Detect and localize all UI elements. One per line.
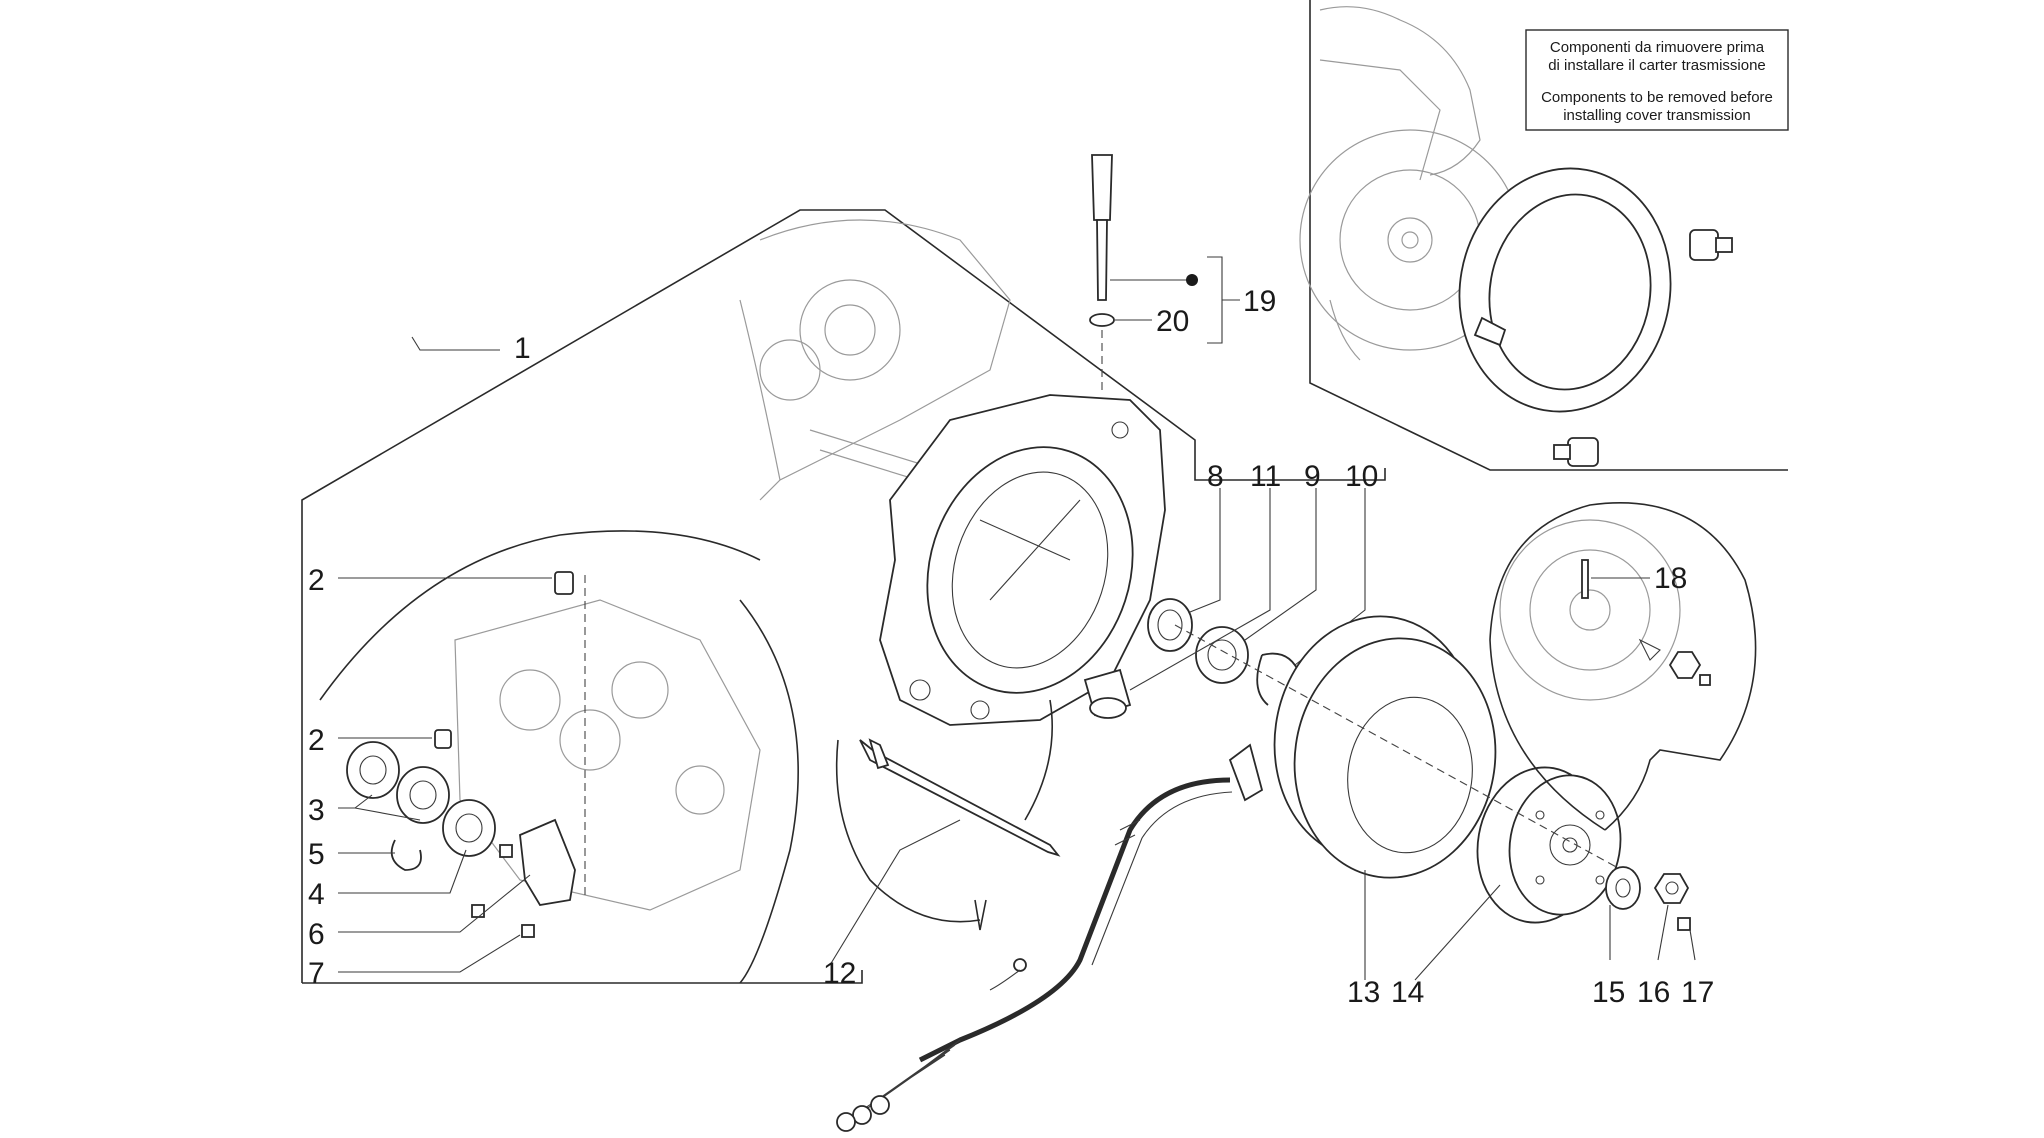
circlip-5	[390, 839, 422, 871]
screw-7c	[521, 924, 535, 938]
callout-8: 8	[1207, 460, 1224, 493]
dowel-2-bottom	[434, 729, 452, 749]
note-box	[1525, 29, 1789, 131]
dowel-2-top	[554, 571, 574, 595]
callout-9: 9	[1304, 460, 1321, 493]
callout-2b: 2	[308, 724, 325, 757]
cable-grommet	[1228, 743, 1264, 802]
oil-seal-8	[1147, 598, 1193, 652]
stator-13	[1228, 615, 1497, 879]
callout-19: 19	[1243, 285, 1276, 318]
inset-knob-top	[1689, 229, 1733, 261]
dipstick	[1091, 154, 1113, 301]
callout-5: 5	[308, 838, 325, 871]
washer-15	[1605, 866, 1641, 910]
leader-16	[1657, 904, 1669, 961]
bearing-4	[442, 799, 496, 857]
bushing-11	[1083, 668, 1132, 719]
callout-12: 12	[823, 957, 856, 990]
leader-4	[338, 849, 467, 894]
callout-4: 4	[308, 878, 325, 911]
wiring-harness	[836, 777, 1233, 1132]
nut-16	[1653, 873, 1690, 904]
leader-8	[1189, 488, 1221, 613]
key-18	[1581, 559, 1589, 599]
callout-11: 11	[1250, 460, 1281, 493]
bearing-3b	[396, 766, 450, 824]
note-line-4: installing cover transmission	[1563, 107, 1751, 124]
callout-14: 14	[1391, 976, 1424, 1009]
detail-circle-wiring	[835, 699, 1061, 931]
callout-1: 1	[514, 332, 531, 365]
leader-1	[411, 336, 500, 351]
callout-15: 15	[1592, 976, 1625, 1009]
leader-3	[338, 794, 421, 821]
inset-hub	[1387, 217, 1433, 263]
callout-18: 18	[1654, 562, 1687, 595]
note-line-2: di installare il carter trasmissione	[1548, 57, 1766, 74]
leader-7	[338, 934, 521, 973]
screw-7b	[471, 904, 485, 918]
bearing-9	[1195, 626, 1249, 684]
callout-3: 3	[308, 794, 325, 827]
cable-tie	[859, 739, 1061, 857]
callout-13: 13	[1347, 976, 1380, 1009]
inset-removed-components: Componenti da rimuovere prima di install…	[1299, 0, 1789, 471]
group-frame-1	[301, 209, 1386, 983]
note-line-3: Components to be removed before	[1541, 89, 1773, 106]
leader-17	[1689, 929, 1696, 961]
detail-circle-flywheel	[1489, 502, 1757, 831]
bearing-3a	[346, 741, 400, 799]
callout-17: 17	[1681, 976, 1714, 1009]
plate-6	[519, 818, 576, 906]
leader-11	[1129, 488, 1271, 691]
assembly-axis	[1174, 624, 1641, 881]
inset-engine-edge	[1329, 299, 1361, 361]
inset-hub-center	[1401, 231, 1419, 249]
leader-12	[829, 819, 961, 966]
callout-16: 16	[1637, 976, 1670, 1009]
callout-10: 10	[1345, 460, 1378, 493]
inset-engine-detail	[1319, 59, 1441, 181]
note-line-1: Componenti da rimuovere prima	[1550, 39, 1765, 56]
bracket-19-20	[1207, 256, 1240, 344]
crankcase-cover	[879, 394, 1166, 726]
callout-2a: 2	[308, 564, 325, 597]
screw-7a	[499, 844, 513, 858]
leader-14	[1414, 884, 1501, 981]
inset-engine-outline	[1319, 6, 1481, 176]
callout-labels: 1 2 2 3 5 4 6 7 8 11 9 10 12 13 14 15 16…	[308, 285, 1714, 1009]
callout-7: 7	[308, 957, 325, 990]
screw-17	[1677, 917, 1691, 931]
washer-20	[1089, 313, 1115, 327]
callout-6: 6	[308, 918, 325, 951]
inset-frame	[1309, 0, 1788, 471]
inset-split-ring	[1458, 167, 1672, 413]
inset-knob-bottom	[1553, 437, 1599, 467]
callout-20: 20	[1156, 305, 1189, 338]
bullet-19	[1186, 274, 1198, 286]
leader-6	[338, 874, 531, 933]
group-frame-1-bottom	[302, 970, 863, 984]
leader-9	[1244, 488, 1317, 641]
